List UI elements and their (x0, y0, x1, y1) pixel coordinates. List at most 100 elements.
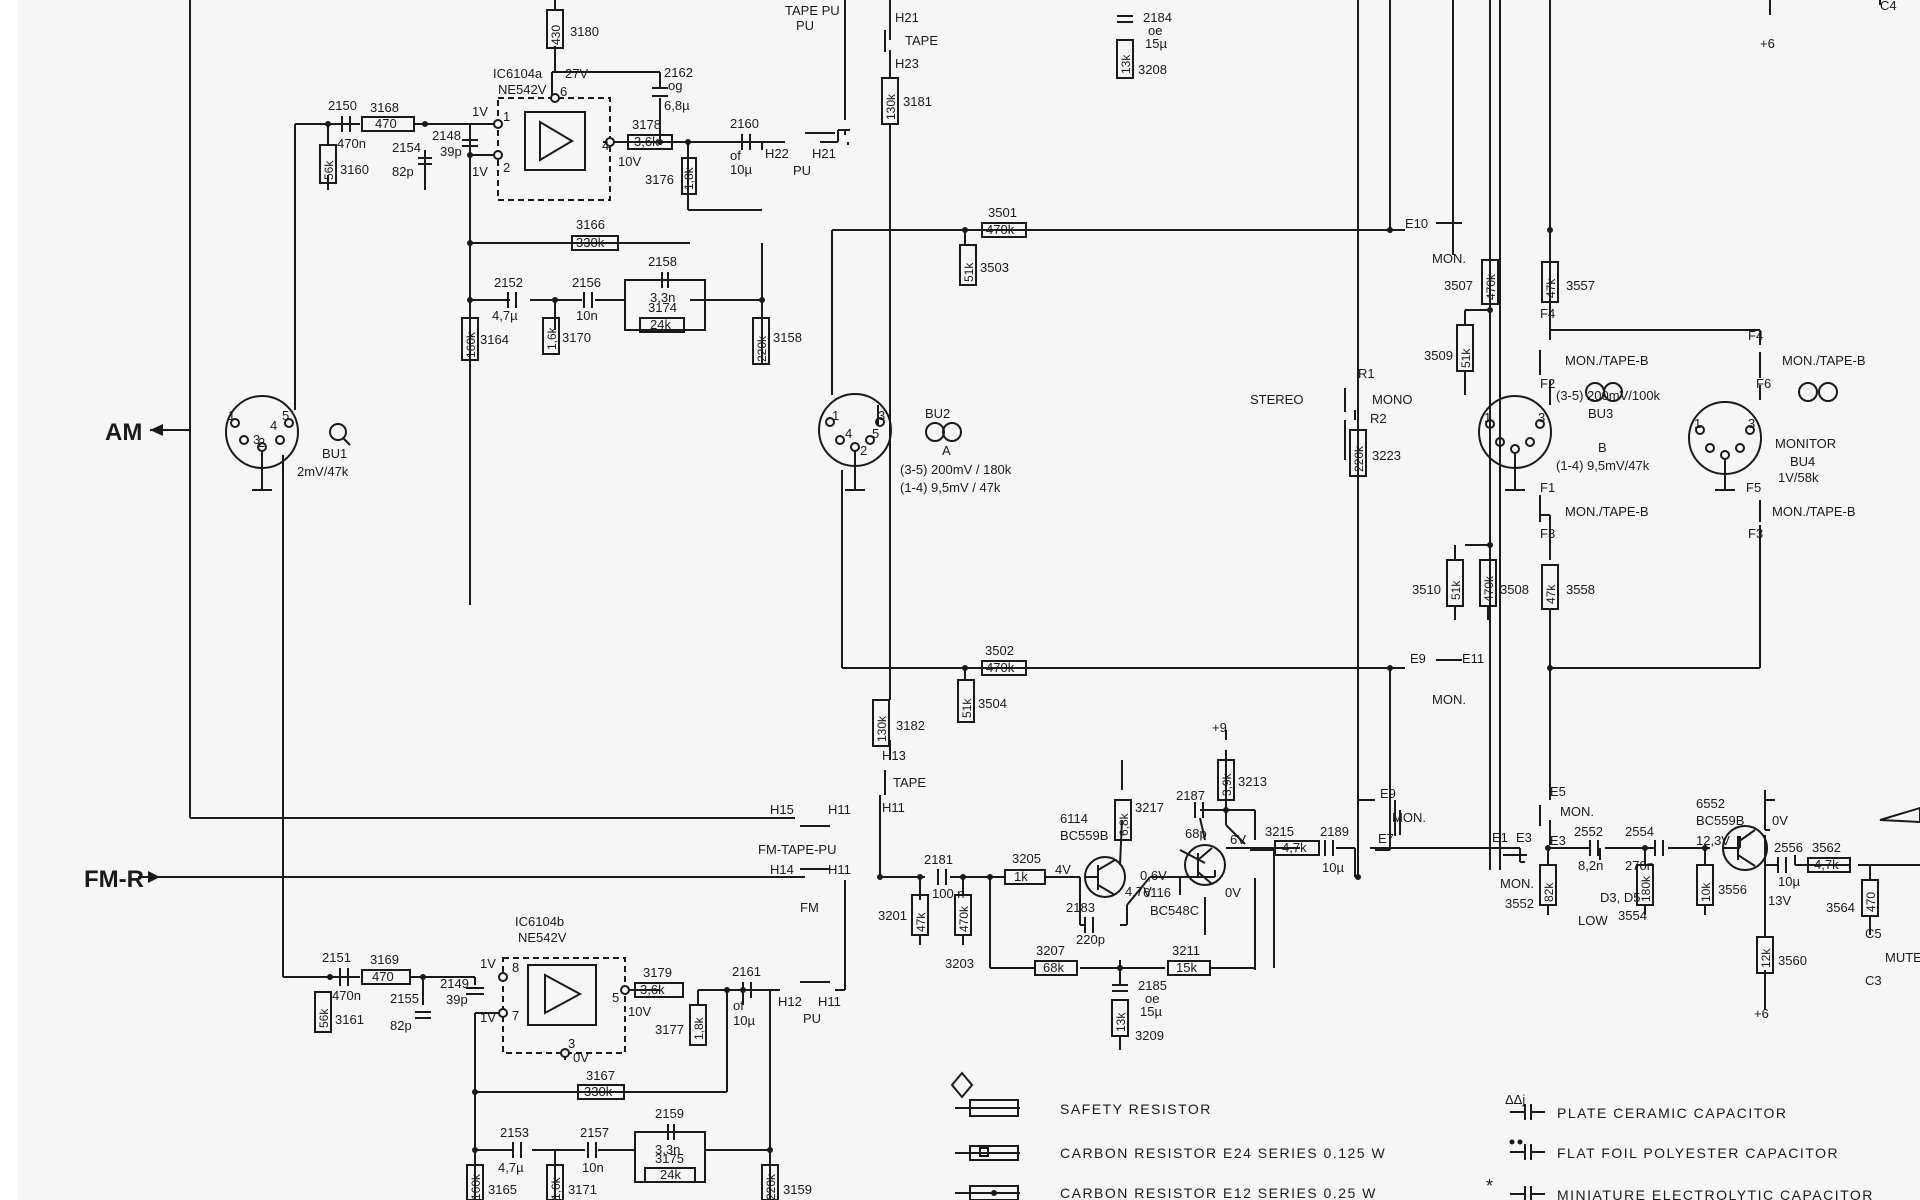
svg-text:68k: 68k (1043, 960, 1064, 975)
svg-text:3: 3 (1748, 416, 1755, 431)
svg-text:0,6V: 0,6V (1140, 868, 1167, 883)
switch-labels: TAPE PU PU H21 TAPE H23 H22 H21 PU E10 M… (758, 0, 1920, 1026)
inputs: AM FM-R (84, 419, 163, 893)
svg-text:8,2n: 8,2n (1578, 858, 1603, 873)
svg-text:MON.: MON. (1432, 692, 1466, 707)
svg-text:3560: 3560 (1778, 953, 1807, 968)
svg-text:2554: 2554 (1625, 824, 1654, 839)
ic6104a-type: NE542V (498, 82, 547, 97)
cap-2183: 2183 220p (1066, 900, 1105, 947)
svg-text:3211: 3211 (1172, 943, 1200, 958)
svg-text:3504: 3504 (978, 696, 1007, 711)
svg-text:4,7k: 4,7k (1282, 840, 1307, 855)
svg-text:4: 4 (602, 138, 609, 153)
svg-text:MON.: MON. (1432, 251, 1466, 266)
svg-text:220p: 220p (1076, 932, 1105, 947)
svg-text:10V: 10V (618, 154, 641, 169)
svg-text:E1: E1 (1492, 830, 1508, 845)
svg-text:470: 470 (375, 116, 397, 131)
bu4-spec: 1V/58k (1778, 470, 1819, 485)
ic6104b: IC6104b NE542V 8 7 5 3 1V 1V 10V 0V (480, 914, 651, 1065)
svg-text:2183: 2183 (1066, 900, 1095, 915)
svg-text:2153: 2153 (500, 1125, 529, 1140)
svg-text:1,8k: 1,8k (682, 166, 696, 190)
svg-text:10V: 10V (628, 1004, 651, 1019)
svg-text:3509: 3509 (1424, 348, 1453, 363)
svg-text:3223: 3223 (1372, 448, 1401, 463)
svg-text:F1: F1 (1540, 480, 1555, 495)
svg-text:TAPE: TAPE (893, 775, 926, 790)
svg-text:220k: 220k (764, 1173, 778, 1200)
svg-text:3165: 3165 (488, 1182, 517, 1197)
svg-text:2: 2 (860, 443, 867, 458)
svg-text:24k: 24k (650, 317, 671, 332)
svg-text:og: og (668, 78, 682, 93)
svg-text:2157: 2157 (580, 1125, 609, 1140)
svg-text:TAPE PU: TAPE PU (785, 3, 840, 18)
svg-text:3502: 3502 (985, 643, 1014, 658)
svg-text:470: 470 (372, 969, 394, 984)
svg-text:82k: 82k (1542, 882, 1556, 902)
svg-text:10µ: 10µ (1778, 874, 1800, 889)
svg-text:12k: 12k (1759, 948, 1773, 968)
bu1-name: BU1 (322, 446, 347, 461)
svg-text:PU: PU (803, 1011, 821, 1026)
svg-text:MON.: MON. (1500, 876, 1534, 891)
svg-text:3510: 3510 (1412, 582, 1441, 597)
junctions (325, 121, 1708, 1153)
svg-text:10n: 10n (576, 308, 598, 323)
svg-text:MUTE: MUTE (1885, 950, 1920, 965)
svg-text:82p: 82p (390, 1018, 412, 1033)
resistor-3160: 56k 3160 (319, 144, 369, 184)
svg-text:3171: 3171 (568, 1182, 597, 1197)
svg-text:3205: 3205 (1012, 851, 1041, 866)
svg-text:PU: PU (793, 163, 811, 178)
svg-text:3557: 3557 (1566, 278, 1595, 293)
connector-bu4: 1 3 MONITOR BU4 1V/58k (1688, 382, 1838, 491)
svg-text:3207: 3207 (1036, 943, 1065, 958)
svg-text:2: 2 (503, 160, 510, 175)
svg-text:2189: 2189 (1320, 824, 1349, 839)
svg-text:4,7µ: 4,7µ (498, 1160, 524, 1175)
svg-text:39p: 39p (446, 992, 468, 1007)
svg-text:7: 7 (512, 1008, 519, 1023)
svg-text:R1: R1 (1358, 366, 1375, 381)
svg-text:56k: 56k (322, 160, 336, 180)
svg-text:R2: R2 (1370, 411, 1387, 426)
transistor-6114: 6114 BC559B 4V 4,7V (1055, 811, 1152, 899)
svg-text:3501: 3501 (988, 205, 1017, 220)
svg-text:6114: 6114 (1060, 811, 1088, 826)
legend-safety: SAFETY RESISTOR (1060, 1101, 1212, 1117)
svg-text:2149: 2149 (440, 976, 469, 991)
svg-text:2184: 2184 (1143, 10, 1172, 25)
svg-text:4,7V: 4,7V (1125, 884, 1152, 899)
svg-text:51k: 51k (962, 262, 976, 282)
svg-text:470k: 470k (1484, 273, 1498, 300)
svg-text:130k: 130k (875, 715, 889, 742)
bu2-spec2: (1-4) 9,5mV / 47k (900, 480, 1001, 495)
svg-text:1: 1 (503, 109, 510, 124)
resistor-3207: 68k 3207 (1034, 943, 1078, 976)
svg-text:3160: 3160 (340, 162, 369, 177)
svg-text:220k: 220k (1352, 445, 1366, 472)
svg-text:13k: 13k (1119, 54, 1133, 74)
svg-text:H23: H23 (895, 56, 919, 71)
am-input-label: AM (105, 419, 142, 446)
